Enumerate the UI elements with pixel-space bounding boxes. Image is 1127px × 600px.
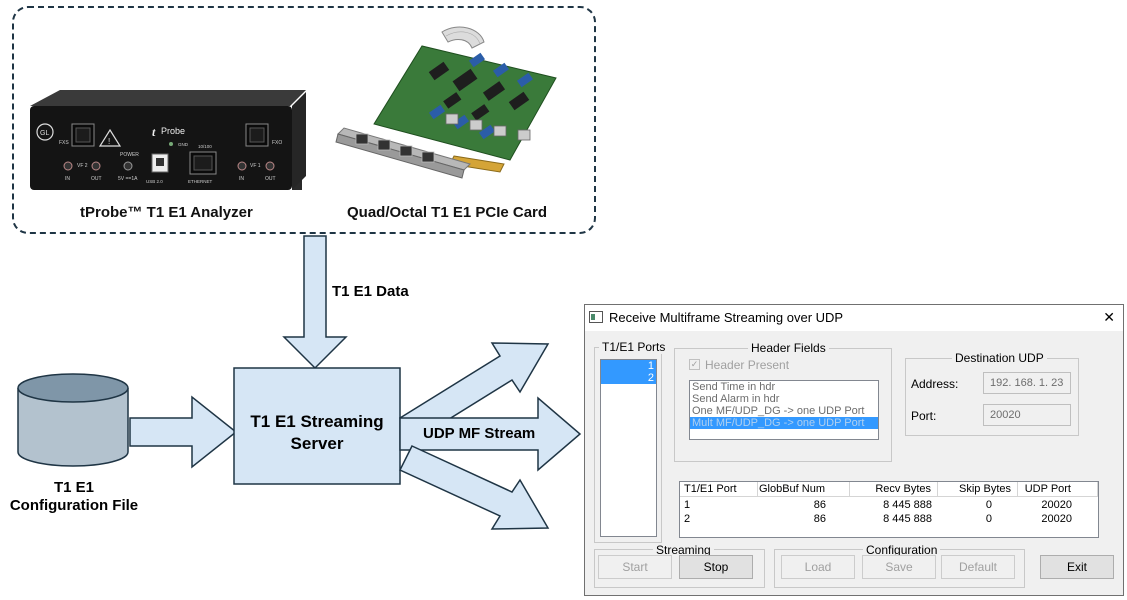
table-cell: 8 445 888	[883, 499, 932, 511]
svg-text:10/100: 10/100	[198, 144, 212, 149]
address-field[interactable]: 192. 168. 1. 23	[983, 372, 1071, 394]
header-fields-label: Header Fields	[748, 341, 829, 355]
stats-table[interactable]: T1/E1 Port GlobBuf Num Recv Bytes Skip B…	[679, 481, 1099, 538]
dialog-title: Receive Multiframe Streaming over UDP	[609, 310, 844, 325]
svg-text:IN: IN	[65, 176, 70, 182]
header-option-alarm[interactable]: Send Alarm in hdr	[692, 393, 780, 405]
output-arrow-down	[398, 445, 550, 530]
header-option-one-mf[interactable]: One MF/UDP_DG -> one UDP Port	[692, 405, 865, 417]
pcie-caption: Quad/Octal T1 E1 PCIe Card	[347, 204, 548, 221]
configuration-group-label: Configuration	[863, 543, 941, 557]
svg-text:IN: IN	[239, 176, 244, 182]
svg-text:!: !	[108, 137, 110, 146]
tprobe-device-image: GL FXS ! VF 2 IN OUT POWER 5V ==1A t Pro…	[30, 90, 306, 190]
header-option-mult-mf[interactable]: Mult MF/UDP_DG -> one UDP Port	[690, 417, 878, 429]
app-icon	[589, 311, 603, 323]
svg-text:Probe: Probe	[161, 126, 185, 136]
config-label-line2: Configuration File	[9, 497, 139, 514]
gl-logo-text: GL	[40, 130, 49, 137]
exit-button[interactable]: Exit	[1040, 555, 1114, 579]
config-arrow	[129, 395, 238, 469]
svg-text:VF 1: VF 1	[250, 163, 261, 169]
table-cell: 2	[684, 513, 691, 525]
table-cell: 86	[813, 513, 826, 525]
receive-streaming-dialog: Receive Multiframe Streaming over UDP ✕ …	[584, 304, 1124, 596]
header-option-time[interactable]: Send Time in hdr	[692, 381, 776, 393]
streaming-group-label: Streaming	[653, 543, 714, 557]
header-present-checkbox[interactable]: ✓	[689, 359, 700, 370]
port-item-2[interactable]: 2	[601, 372, 656, 384]
load-button[interactable]: Load	[781, 555, 855, 579]
table-cell: 1	[684, 499, 691, 511]
input-arrow	[282, 235, 348, 370]
svg-text:OUT: OUT	[265, 176, 276, 182]
dialog-titlebar: Receive Multiframe Streaming over UDP ✕	[585, 305, 1123, 331]
start-button[interactable]: Start	[598, 555, 672, 579]
table-cell: 86	[813, 499, 826, 511]
stop-button[interactable]: Stop	[679, 555, 753, 579]
svg-text:OUT: OUT	[91, 176, 102, 182]
server-label-line2: Server	[290, 434, 344, 453]
close-icon[interactable]: ✕	[1103, 309, 1115, 325]
svg-text:GND: GND	[178, 142, 189, 147]
output-arrow-mid	[399, 396, 582, 472]
column-header-port[interactable]: T1/E1 Port	[680, 482, 758, 497]
table-cell: 20020	[1041, 513, 1072, 525]
header-present-label: Header Present	[705, 358, 790, 372]
table-cell: 0	[985, 513, 992, 525]
svg-text:FXS: FXS	[59, 140, 69, 146]
config-label-line1: T1 E1	[53, 479, 95, 496]
output-label: UDP MF Stream	[423, 425, 536, 442]
svg-text:VF 2: VF 2	[77, 163, 88, 169]
port-field[interactable]: 20020	[983, 404, 1071, 426]
input-label: T1 E1 Data	[332, 283, 409, 300]
svg-text:t: t	[152, 125, 156, 139]
svg-text:ETHERNET: ETHERNET	[188, 179, 213, 184]
default-button[interactable]: Default	[941, 555, 1015, 579]
svg-text:USB 2.0: USB 2.0	[146, 179, 163, 184]
destination-udp-label: Destination UDP	[952, 351, 1047, 365]
table-cell: 20020	[1041, 499, 1072, 511]
pcie-card-image	[335, 26, 557, 179]
svg-text:FXO: FXO	[272, 140, 282, 146]
table-cell: 0	[985, 499, 992, 511]
ports-group-label: T1/E1 Ports	[599, 340, 669, 354]
svg-text:5V ==1A: 5V ==1A	[118, 176, 138, 182]
save-button[interactable]: Save	[862, 555, 936, 579]
port-label: Port:	[911, 409, 937, 423]
svg-text:POWER: POWER	[120, 152, 139, 158]
server-label-line1: T1 E1 Streaming	[250, 412, 384, 431]
port-item-1[interactable]: 1	[601, 360, 656, 372]
streaming-server-box	[233, 367, 401, 485]
address-label: Address:	[911, 377, 959, 391]
table-cell: 8 445 888	[883, 513, 932, 525]
ports-listbox[interactable]: 1 2	[600, 359, 657, 537]
column-header-udp[interactable]: UDP Port	[1018, 482, 1098, 497]
tprobe-caption: tProbe™ T1 E1 Analyzer	[80, 204, 253, 221]
column-header-globbuf[interactable]: GlobBuf Num	[758, 482, 850, 497]
hardware-group	[12, 6, 596, 234]
column-header-recv[interactable]: Recv Bytes	[850, 482, 938, 497]
column-header-skip[interactable]: Skip Bytes	[938, 482, 1018, 497]
config-file-cylinder	[17, 373, 129, 467]
header-options-listbox[interactable]: Send Time in hdr Send Alarm in hdr One M…	[689, 380, 879, 440]
